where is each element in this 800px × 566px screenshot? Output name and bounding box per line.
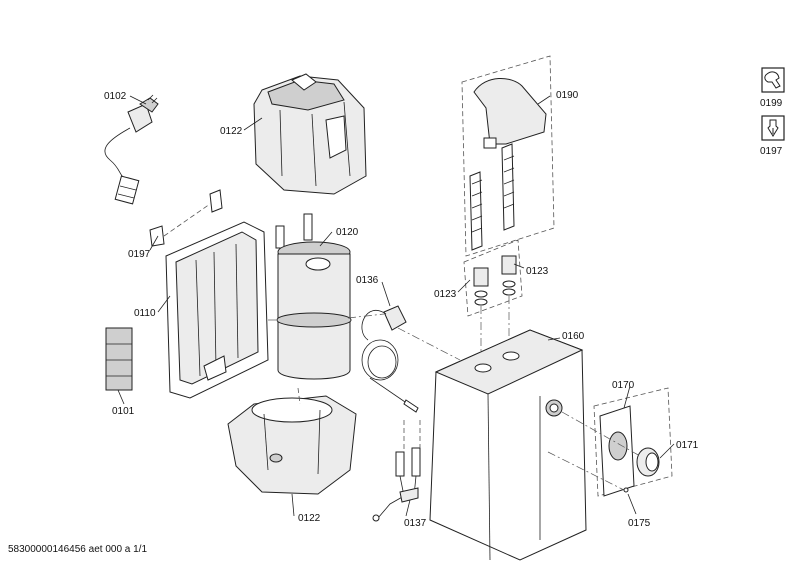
label-0199: 0199 xyxy=(760,98,783,109)
label-0102: 0102 xyxy=(104,91,127,102)
appliance-housing-part[interactable] xyxy=(429,329,587,561)
assembly-line-tank xyxy=(347,313,385,319)
label-0101: 0101 xyxy=(112,406,135,417)
label-0110: 0110 xyxy=(134,308,156,319)
label-0137: 0137 xyxy=(404,518,427,529)
grille-panel-part[interactable] xyxy=(105,327,133,391)
water-tank-part[interactable] xyxy=(268,213,352,380)
control-cover-part[interactable] xyxy=(593,387,673,497)
label-0171: 0171 xyxy=(676,440,699,451)
power-cable-part[interactable] xyxy=(104,94,159,205)
label-0197-left: 0197 xyxy=(128,249,151,260)
label-0175: 0175 xyxy=(628,518,651,529)
label-0160: 0160 xyxy=(562,331,585,342)
label-0123-left: 0123 xyxy=(434,289,457,300)
label-0122-top: 0122 xyxy=(220,126,243,137)
label-0120: 0120 xyxy=(336,227,359,238)
leader-lines xyxy=(117,95,675,517)
top-cover-part[interactable] xyxy=(253,73,367,195)
document-footer: 58300000146456 aet 000 a 1/1 xyxy=(8,544,148,555)
label-0122-bottom: 0122 xyxy=(298,513,321,524)
heating-element-part[interactable] xyxy=(372,420,421,522)
label-0170: 0170 xyxy=(612,380,635,391)
knob-axis-line xyxy=(561,411,641,457)
label-0190: 0190 xyxy=(556,90,579,101)
control-knob-part[interactable] xyxy=(636,447,660,477)
faucet-group-part[interactable] xyxy=(461,55,555,257)
mounting-clips-part[interactable] xyxy=(149,189,223,247)
screwdriver-icon xyxy=(761,115,785,141)
label-0197-right: 0197 xyxy=(760,146,783,157)
wrench-icon xyxy=(761,67,785,93)
back-frame-part[interactable] xyxy=(165,221,269,399)
bottom-base-part[interactable] xyxy=(227,387,357,495)
sensor-coil-part[interactable] xyxy=(361,305,419,413)
label-0123-right: 0123 xyxy=(526,266,549,277)
screw-axis-line xyxy=(547,451,625,491)
assembly-line-sensor xyxy=(397,327,461,361)
label-0136: 0136 xyxy=(356,275,379,286)
